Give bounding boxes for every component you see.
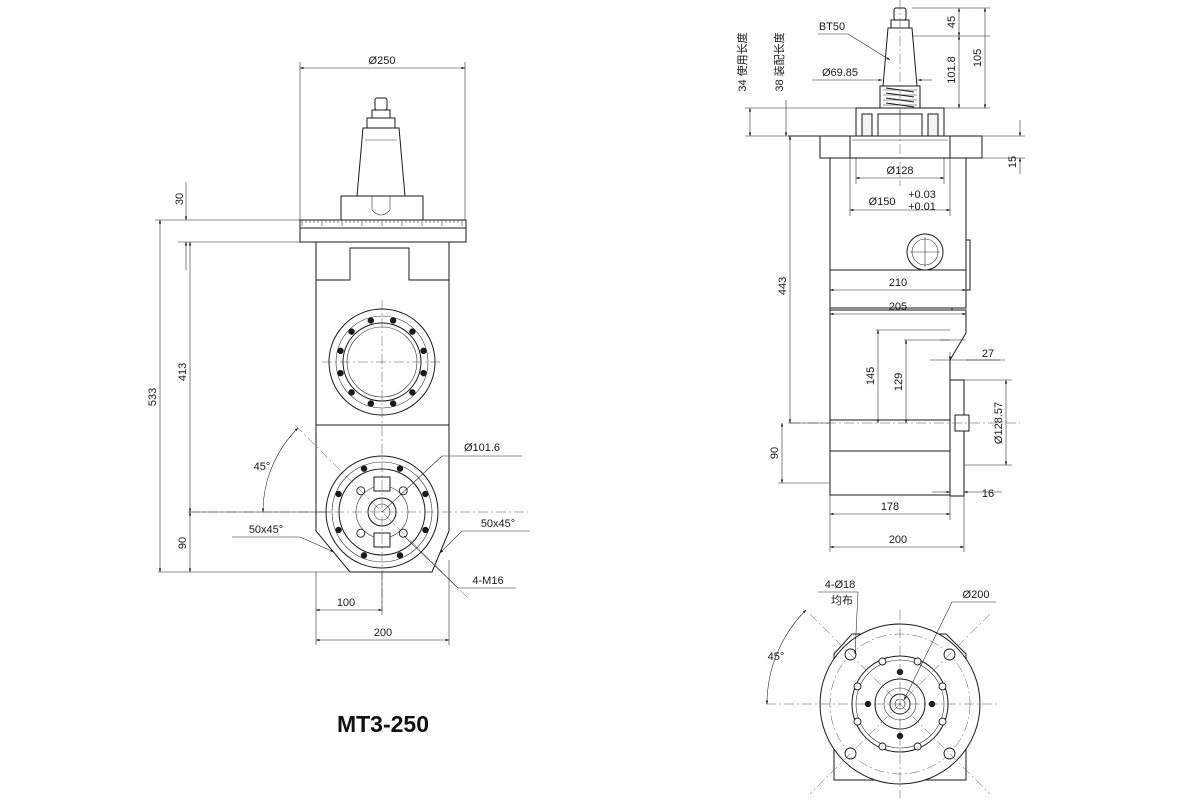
bolt-hole — [396, 465, 404, 472]
dim-chamfer-right: 50x45° — [481, 518, 515, 530]
bolt-hole — [348, 389, 355, 396]
bolt-hole — [360, 465, 368, 472]
tapped-hole — [356, 528, 366, 538]
dim-200-side: 200 — [889, 534, 907, 546]
inner-bolt-hole — [853, 717, 862, 726]
inner-bolt-hole — [913, 657, 922, 666]
dim-dia128-57: Ø128.57 — [993, 402, 1005, 444]
pull-stud — [366, 97, 396, 129]
dim-210: 210 — [889, 277, 907, 289]
inner-bolt-hole — [938, 682, 947, 691]
inner-bolt-hole — [913, 742, 922, 751]
dim-16: 16 — [982, 488, 994, 500]
inner-bolt-hole — [938, 717, 947, 726]
bottom-view: 4-Ø18 均布 Ø200 45° — [765, 579, 1000, 798]
dim-129: 129 — [893, 373, 905, 391]
bolt-hole — [335, 526, 342, 534]
bolt-hole — [337, 347, 344, 355]
tapped-hole — [398, 486, 408, 496]
dim-443: 443 — [777, 277, 789, 295]
bolt-hole — [409, 389, 416, 396]
bolt-hole — [360, 552, 368, 559]
bolt-hole — [422, 490, 429, 498]
label-bt50: BT50 — [819, 21, 845, 33]
bolt-hole — [337, 369, 344, 377]
bolt-hole — [389, 317, 397, 324]
dim-chamfer-left: 50x45° — [249, 524, 283, 536]
label-evenly-spaced: 均布 — [831, 594, 853, 607]
dim-dia250: Ø250 — [369, 55, 396, 67]
tool-taper — [356, 127, 406, 197]
dim-145: 145 — [865, 367, 877, 385]
inner-bolt-hole — [853, 682, 862, 691]
graduated-ring — [299, 219, 467, 229]
bolt-hole — [396, 552, 404, 559]
top-plate — [299, 227, 467, 243]
bolt-hole — [348, 328, 355, 335]
inner-bolt-hole — [878, 742, 887, 751]
dim-101-8: 101.8 — [946, 56, 958, 84]
dim-200-front: 200 — [374, 627, 392, 639]
dim-178: 178 — [881, 501, 899, 513]
dim-4-m16: 4-M16 — [472, 575, 503, 587]
dim-90-side: 90 — [769, 447, 781, 459]
bolt-hole — [422, 526, 429, 534]
dim-100: 100 — [337, 597, 355, 609]
bolt-hole — [367, 317, 375, 324]
dim-90-front: 90 — [177, 537, 189, 549]
dim-205: 205 — [889, 301, 907, 313]
bolt-hole — [367, 400, 375, 407]
dim-45-side: 45 — [946, 16, 958, 28]
bolt-hole — [389, 400, 397, 407]
dim-4-dia18: 4-Ø18 — [825, 579, 856, 591]
taper-flange — [340, 195, 424, 221]
dim-27: 27 — [982, 348, 994, 360]
bolt-hole — [335, 490, 342, 498]
dim-30: 30 — [174, 193, 186, 205]
dim-45deg-bottom: 45° — [768, 651, 785, 663]
tol-upper: +0.03 — [908, 189, 936, 201]
dim-45deg-front: 45° — [254, 461, 271, 473]
dim-533: 533 — [147, 388, 159, 406]
dim-dia128: Ø128 — [887, 165, 914, 177]
side-view: BT50 Ø69.85 45 101.8 105 34 使用长度 38 装配长度… — [735, 0, 1025, 552]
dim-dia69-85: Ø69.85 — [822, 67, 858, 79]
dim-105: 105 — [972, 49, 984, 67]
side-upper-body — [829, 157, 967, 309]
label-assembly-length: 38 装配长度 — [772, 32, 786, 91]
dim-413: 413 — [177, 363, 189, 381]
dim-15: 15 — [1007, 156, 1019, 168]
dim-dia200: Ø200 — [963, 589, 990, 601]
label-use-length: 34 使用长度 — [735, 32, 749, 91]
side-lower-body — [829, 309, 967, 496]
bolt-hole — [420, 347, 427, 355]
model-title: MT3-250 — [337, 711, 429, 737]
side-output-flange — [949, 379, 965, 497]
inner-bolt-hole — [878, 657, 887, 666]
bolt-hole — [420, 369, 427, 377]
tol-lower: +0.01 — [908, 201, 936, 213]
dim-dia150: Ø150 — [869, 196, 896, 208]
side-window — [906, 233, 944, 271]
dim-dia101-6: Ø101.6 — [464, 442, 500, 454]
front-view: Ø250 30 533 413 90 45° Ø101.6 50x45° 50x… — [147, 55, 530, 645]
bolt-hole — [409, 328, 416, 335]
